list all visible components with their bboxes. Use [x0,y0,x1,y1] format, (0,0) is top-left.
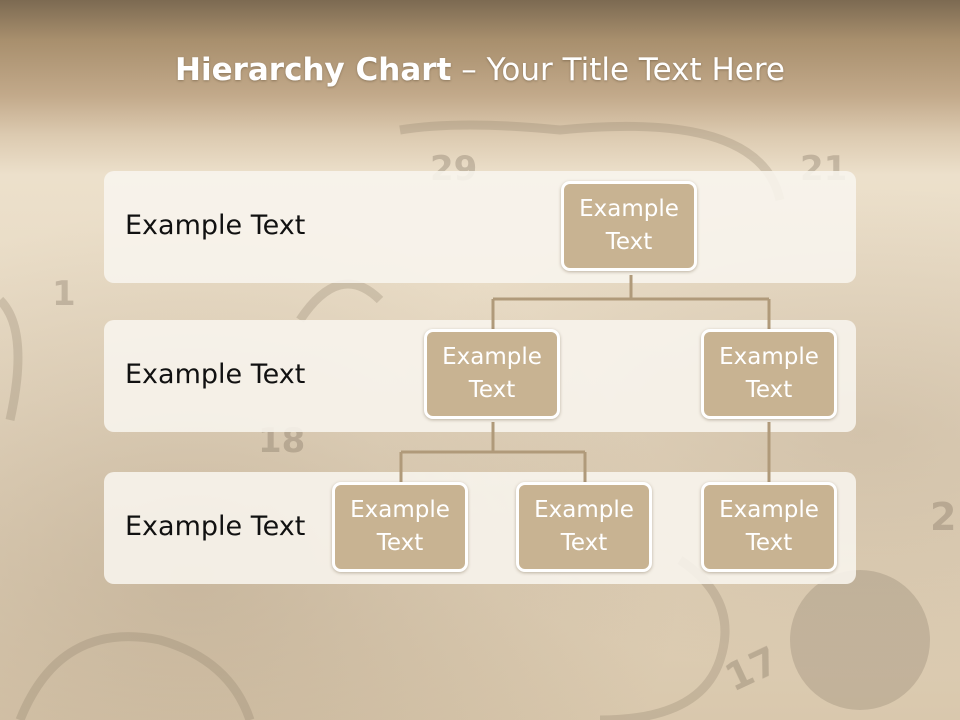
node-text: Example [579,196,679,222]
slide-title: Hierarchy Chart – Your Title Text Here [0,52,960,88]
node-text: Text [745,377,793,403]
node-text: Example [534,497,634,523]
node-text: Example [442,344,542,370]
node-text: Example [719,497,819,523]
title-rest: – Your Title Text Here [451,52,785,88]
row-label-2: Example Text [125,359,306,390]
node-text: Example [719,344,819,370]
node-text: Text [468,377,516,403]
node-text: Text [605,229,653,255]
connector-top [491,275,771,329]
row-label-3: Example Text [125,511,306,542]
row-label-1: Example Text [125,210,306,241]
node-text: Text [560,530,608,556]
node-text: Text [376,530,424,556]
background-number: 1 [52,274,76,314]
connector-mid-left [399,422,587,482]
title-bold: Hierarchy Chart [175,52,452,88]
node-text: Example [350,497,450,523]
background-number: 2 [930,495,956,539]
node-text: Text [745,530,793,556]
row-band-1 [104,171,856,283]
